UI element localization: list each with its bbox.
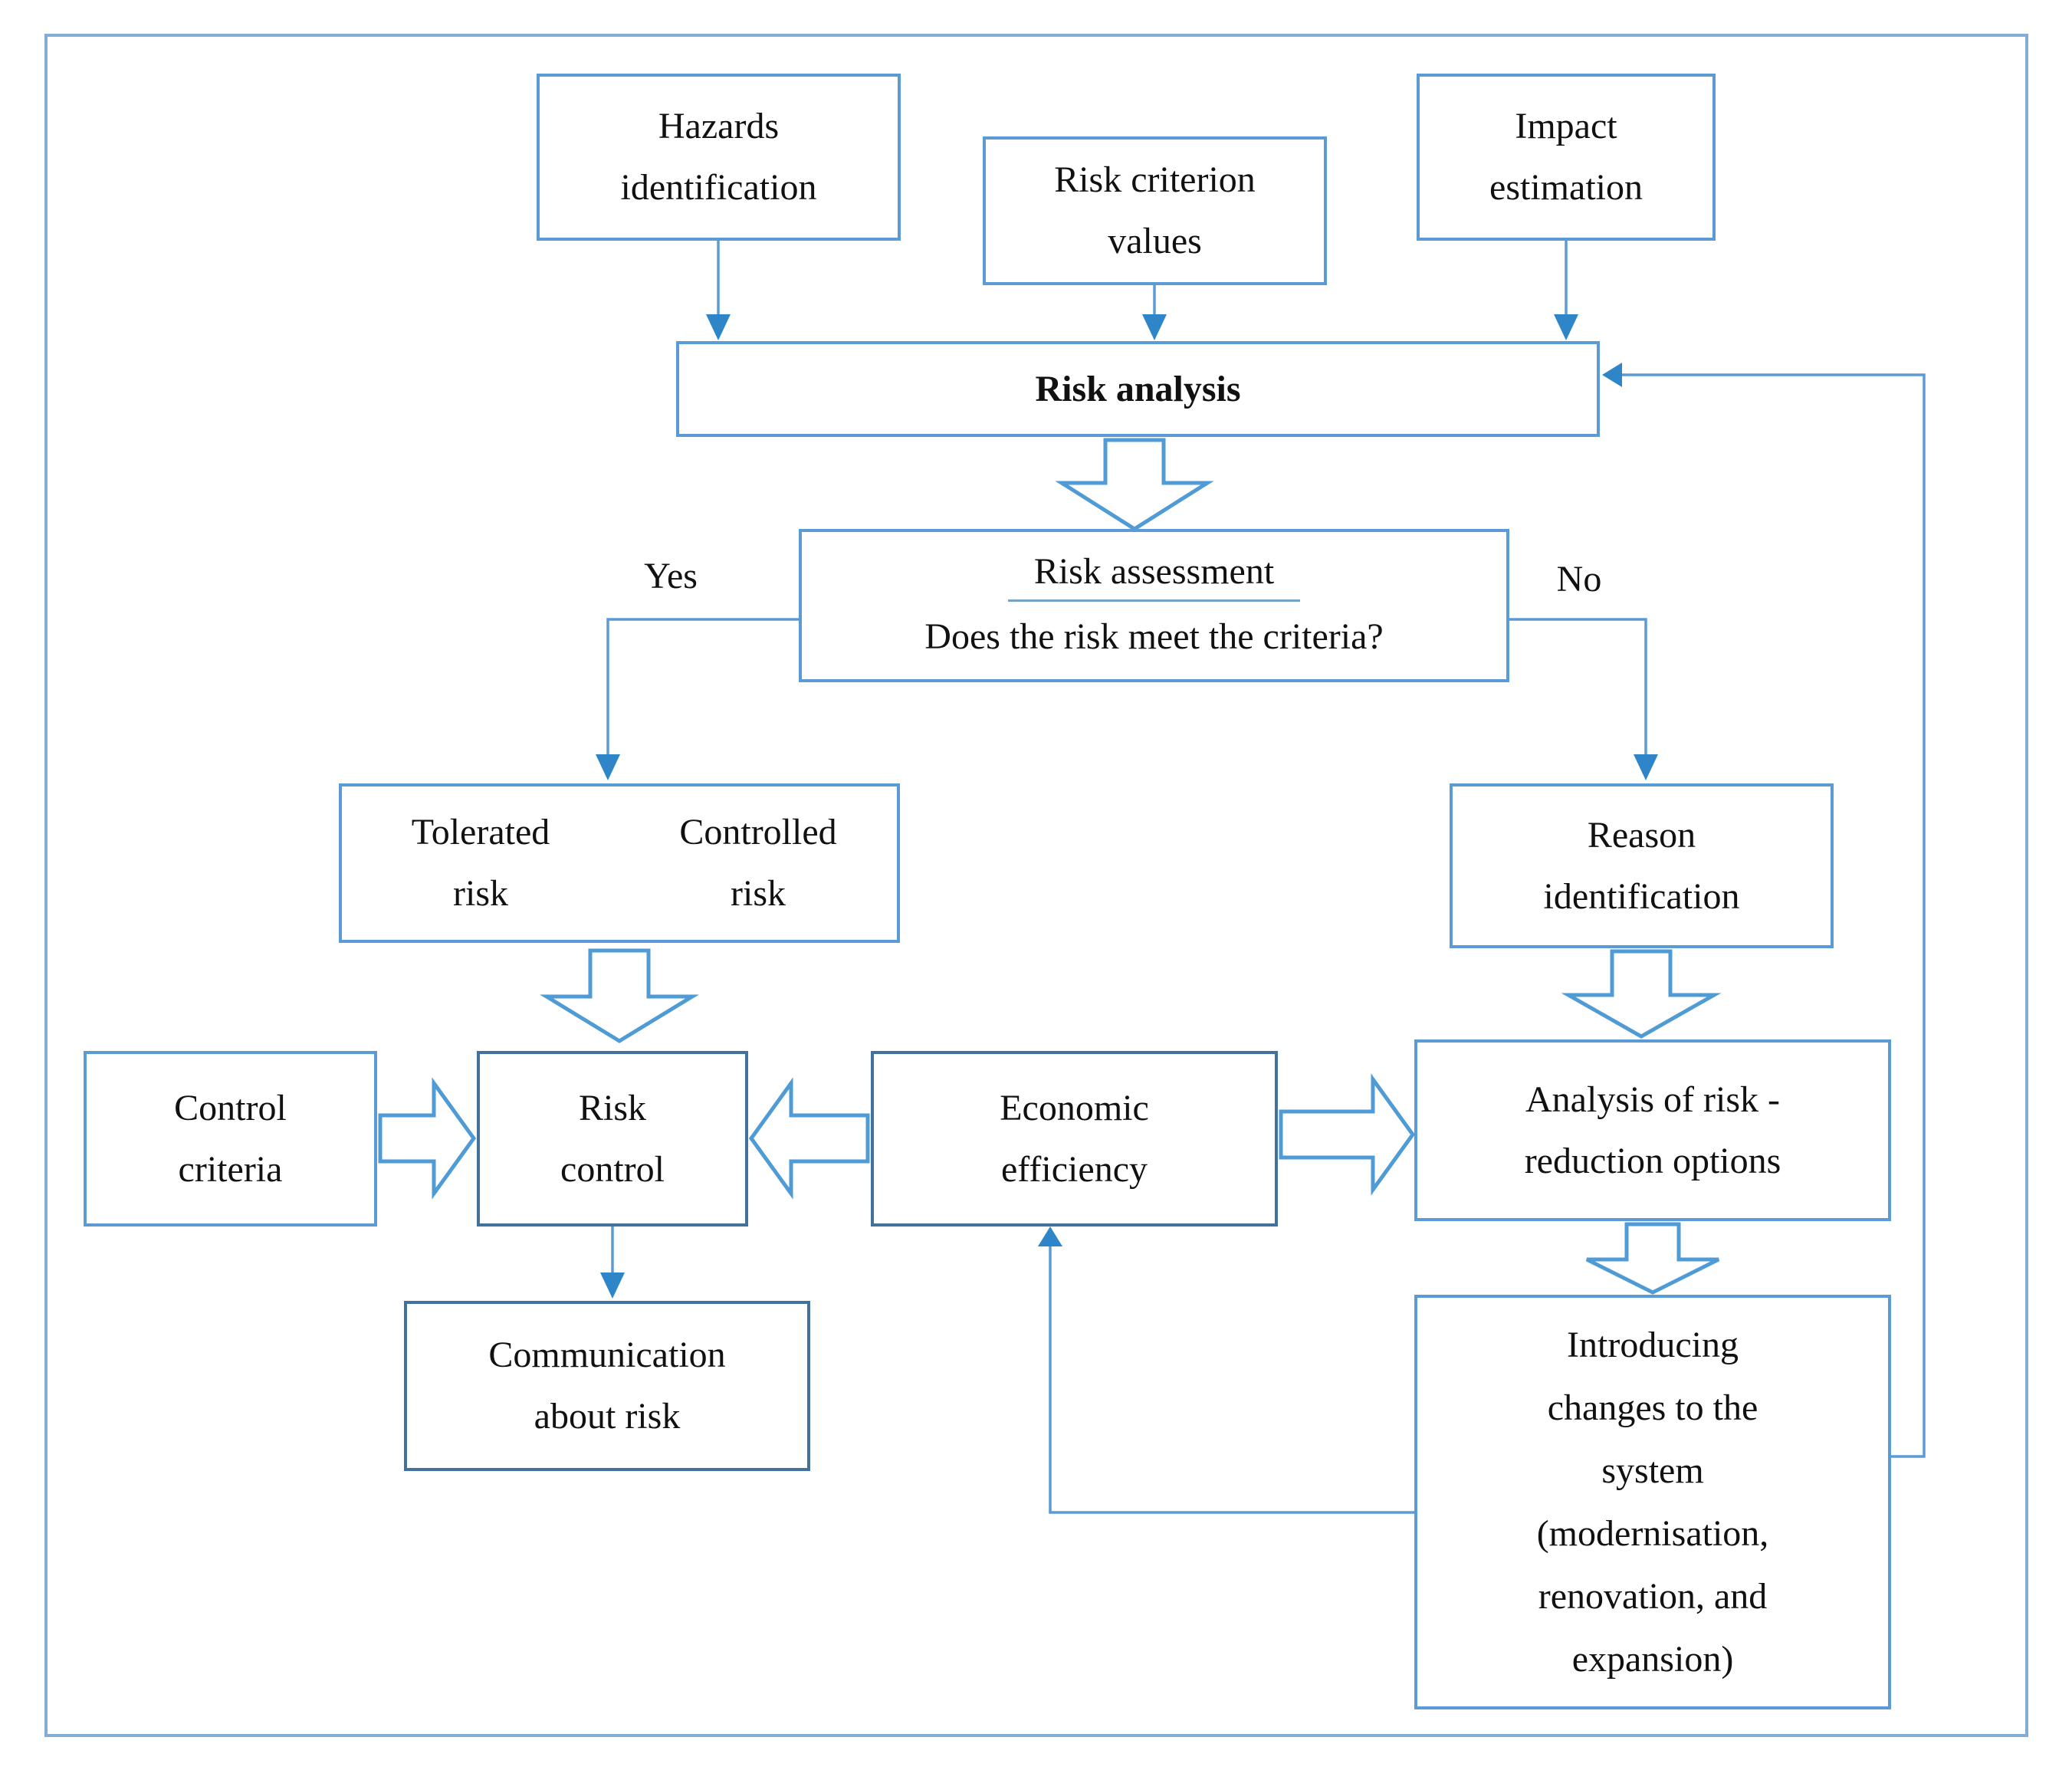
node-label: risk: [453, 873, 508, 914]
node-hazards-identification: Hazards identification: [537, 74, 901, 241]
node-label: Reason: [1587, 814, 1696, 855]
node-risk-analysis: Risk analysis: [676, 341, 1600, 437]
node-label: identification: [620, 167, 817, 208]
node-label: reduction options: [1524, 1140, 1781, 1181]
node-risk-assessment: Risk assessment Does the risk meet the c…: [799, 529, 1509, 682]
node-risk-control: Risk control: [477, 1051, 748, 1227]
node-label: criteria: [178, 1148, 283, 1190]
node-title: Risk assessment: [1007, 544, 1301, 602]
node-label: Analysis of risk -: [1525, 1079, 1780, 1120]
diagram-border: [44, 34, 2028, 1737]
node-label: renovation, and: [1538, 1575, 1768, 1617]
node-question: Does the risk meet the criteria?: [924, 616, 1384, 657]
node-communication-about-risk: Communication about risk: [404, 1301, 810, 1471]
node-label: (modernisation,: [1536, 1512, 1769, 1554]
node-label: control: [560, 1148, 665, 1190]
node-analysis-of-risk-reduction-options: Analysis of risk - reduction options: [1414, 1039, 1891, 1221]
label-no: No: [1556, 559, 1602, 599]
node-label: Risk analysis: [1035, 368, 1241, 409]
node-label: risk: [731, 873, 786, 914]
node-reason-identification: Reason identification: [1450, 783, 1834, 948]
node-impact-estimation: Impact estimation: [1417, 74, 1716, 241]
node-label: Hazards: [658, 106, 780, 146]
node-label: Introducing: [1567, 1324, 1739, 1365]
node-label: Communication: [488, 1335, 726, 1375]
cell-tolerated-risk: Tolerated risk: [342, 802, 619, 924]
node-label: Tolerated: [411, 812, 550, 852]
node-risk-criterion-values: Risk criterion values: [983, 136, 1327, 285]
node-introducing-changes: Introducing changes to the system (moder…: [1414, 1295, 1891, 1709]
node-label: identification: [1543, 875, 1740, 917]
cell-controlled-risk: Controlled risk: [619, 802, 897, 924]
label-yes: Yes: [644, 556, 698, 596]
node-control-criteria: Control criteria: [84, 1051, 377, 1227]
node-economic-efficiency: Economic efficiency: [871, 1051, 1278, 1227]
node-label: Risk criterion: [1054, 159, 1256, 200]
node-tolerated-controlled-risk: Tolerated risk Controlled risk: [339, 783, 900, 943]
node-label: changes to the: [1547, 1387, 1758, 1428]
node-label: expansion): [1571, 1638, 1734, 1680]
node-label: efficiency: [1001, 1148, 1148, 1190]
node-label: values: [1108, 221, 1202, 261]
node-label: estimation: [1489, 167, 1643, 208]
node-label: Economic: [1000, 1087, 1149, 1128]
node-label: Controlled: [679, 812, 837, 852]
node-label: Impact: [1515, 106, 1617, 146]
node-label: Control: [174, 1087, 287, 1128]
node-label: system: [1601, 1450, 1704, 1491]
node-label: about risk: [534, 1396, 681, 1437]
node-label: Risk: [578, 1087, 647, 1128]
